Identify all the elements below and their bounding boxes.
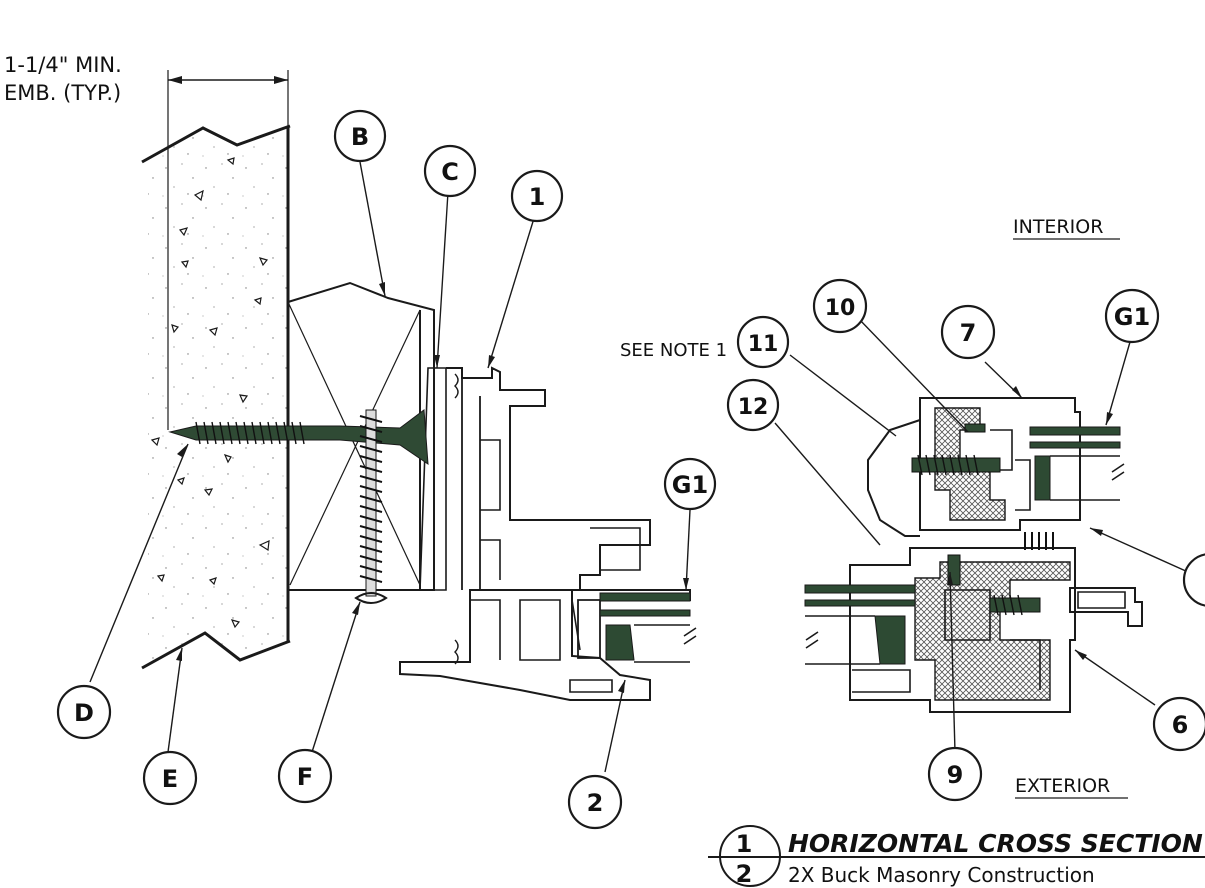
- dimension-line-2: EMB. (TYP.): [4, 81, 121, 105]
- see-note-label: SEE NOTE 1: [620, 340, 727, 361]
- callout-bubbles: [56, 109, 1205, 830]
- callout-F: F: [297, 763, 313, 791]
- callout-B: B: [351, 123, 369, 151]
- wood-screw: [354, 409, 388, 604]
- callout-12: 12: [738, 395, 769, 420]
- callout-E: E: [162, 765, 178, 793]
- callout-D: D: [74, 699, 94, 727]
- callout-2: 2: [587, 789, 604, 817]
- wood-buck: [287, 281, 447, 591]
- interior-label: INTERIOR: [1013, 216, 1103, 238]
- masonry-screw: [168, 409, 429, 465]
- title-block: [708, 825, 1205, 887]
- callout-C: C: [441, 158, 459, 186]
- callout-G1-left: G1: [672, 471, 708, 499]
- callout-G1-right: G1: [1114, 303, 1150, 331]
- section-subtitle: 2X Buck Masonry Construction: [788, 863, 1095, 887]
- frame-profile-left: [399, 366, 697, 701]
- section-title: HORIZONTAL CROSS SECTION: [788, 829, 1203, 858]
- sheet-number: 2: [736, 860, 753, 888]
- callout-1: 1: [529, 183, 546, 211]
- frame-profile-right: [804, 397, 1143, 713]
- callout-11: 11: [748, 332, 779, 357]
- callout-6: 6: [1172, 711, 1189, 739]
- masonry-wall: [141, 124, 291, 670]
- embedment-dimension: [167, 70, 289, 430]
- detail-number: 1: [736, 830, 753, 858]
- exterior-label: EXTERIOR: [1015, 775, 1110, 797]
- callout-7: 7: [960, 319, 977, 347]
- callout-9: 9: [947, 761, 964, 789]
- leader-lines: [89, 161, 1189, 773]
- dimension-line-1: 1-1/4" MIN.: [4, 53, 122, 77]
- callout-10: 10: [825, 296, 856, 321]
